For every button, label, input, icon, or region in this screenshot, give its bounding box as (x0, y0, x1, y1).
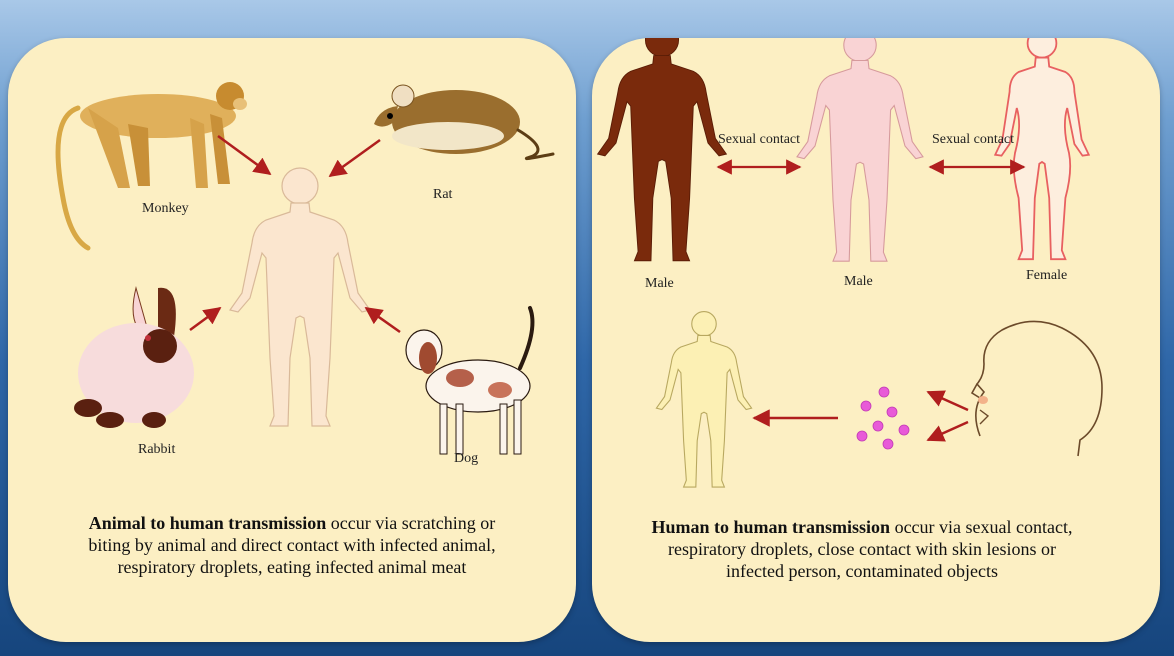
dog-icon (406, 308, 532, 454)
male-label-2: Male (844, 274, 873, 290)
arrow-head-to-droplets-lower (928, 422, 968, 440)
head-profile-icon (972, 321, 1102, 456)
arrow-rabbit-to-human (190, 308, 220, 330)
animal-caption: Animal to human transmission occur via s… (72, 512, 512, 578)
human-caption: Human to human transmission occur via se… (640, 516, 1084, 582)
sexual-contact-label-1: Sexual contact (718, 132, 800, 148)
human-figure-icon (656, 312, 751, 487)
male-figure-icon (598, 38, 727, 261)
rat-icon (374, 85, 553, 159)
arrow-dog-to-human (366, 308, 400, 332)
male-figure-icon (797, 38, 923, 261)
sexual-contact-label-2: Sexual contact (932, 132, 1014, 148)
rat-label: Rat (433, 187, 452, 203)
animal-caption-bold: Animal to human transmission (89, 513, 327, 533)
male-label-1: Male (645, 276, 674, 292)
arrow-rat-to-human (330, 140, 380, 176)
human-caption-bold: Human to human transmission (652, 517, 891, 537)
monkey-icon (58, 82, 247, 248)
arrow-head-to-droplets-upper (928, 392, 968, 410)
monkey-label: Monkey (142, 201, 189, 217)
dog-label: Dog (454, 451, 478, 467)
human-figure-icon (230, 168, 370, 426)
female-figure-icon (995, 38, 1089, 259)
female-label: Female (1026, 268, 1067, 284)
rabbit-label: Rabbit (138, 442, 175, 458)
animal-to-human-panel: Monkey Rat Rabbit Dog Animal to human tr… (8, 38, 576, 642)
human-to-human-panel: Sexual contact Sexual contact Male Male … (592, 38, 1160, 642)
rabbit-icon (74, 288, 194, 428)
droplet-icon (857, 387, 909, 449)
